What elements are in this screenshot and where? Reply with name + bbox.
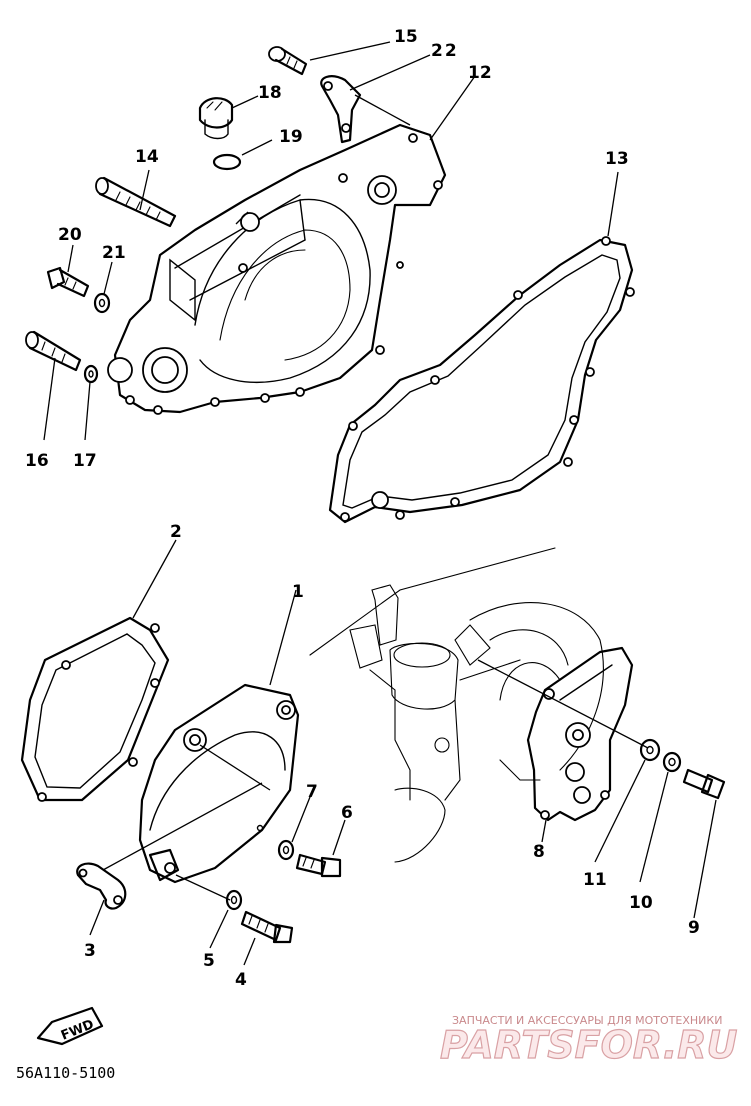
ignition-cover-1 — [138, 683, 300, 884]
callout-15: 15 — [394, 27, 418, 47]
watermark-tagline: ЗАПЧАСТИ И АКСЕССУАРЫ ДЛЯ МОТОТЕХНИКИ — [452, 1014, 722, 1027]
callout-2: 2 — [170, 522, 182, 542]
washer-10 — [662, 751, 682, 773]
callout-8: 8 — [533, 842, 545, 862]
callout-7: 7 — [306, 782, 318, 802]
callout-20: 20 — [58, 225, 82, 245]
washer-7 — [277, 839, 295, 861]
bolt-6 — [295, 853, 342, 878]
bolt-15 — [268, 46, 308, 76]
callout-numbers: 15 22 12 18 19 14 13 20 21 16 17 2 1 7 6… — [25, 27, 700, 990]
fwd-direction-badge: FWD — [36, 1006, 104, 1046]
washer-5 — [225, 889, 243, 911]
upper-leader-lines — [43, 41, 619, 441]
washer-21 — [93, 292, 111, 314]
engine-outline — [309, 547, 604, 863]
washer-17 — [83, 364, 99, 384]
callout-4: 4 — [235, 970, 247, 990]
bolt-16 — [25, 330, 82, 372]
callout-21: 21 — [102, 243, 126, 263]
callout-18: 18 — [258, 83, 282, 103]
bolt-9 — [682, 768, 726, 800]
bolt-20 — [46, 266, 90, 298]
clamp-3 — [76, 862, 127, 910]
callout-22: 22 — [431, 41, 459, 61]
callout-14: 14 — [135, 147, 159, 167]
filler-plug-18 — [198, 97, 234, 140]
washer-11 — [639, 738, 661, 762]
bolt-4 — [240, 910, 294, 944]
callout-12: 12 — [468, 63, 492, 83]
pump-cover-8 — [526, 646, 634, 822]
callout-3: 3 — [84, 941, 96, 961]
callout-9: 9 — [688, 918, 700, 938]
callout-11: 11 — [583, 870, 607, 890]
callout-5: 5 — [203, 951, 215, 971]
clamp-22 — [320, 75, 362, 144]
lower-leader-lines — [89, 539, 717, 966]
callout-16: 16 — [25, 451, 49, 471]
callout-1: 1 — [292, 582, 304, 602]
diagram-code: 56A110-5100 — [16, 1064, 115, 1082]
o-ring-19 — [212, 153, 242, 171]
callout-10: 10 — [629, 893, 653, 913]
cover-gasket — [328, 236, 635, 524]
watermark: ЗАПЧАСТИ И АКСЕССУАРЫ ДЛЯ МОТОТЕХНИКИ PA… — [439, 1014, 738, 1068]
callout-6: 6 — [341, 803, 353, 823]
callout-17: 17 — [73, 451, 97, 471]
crankcase-cover — [107, 123, 447, 415]
callout-19: 19 — [279, 127, 303, 147]
watermark-brand: PARTSFOR.RU — [440, 1023, 738, 1067]
ignition-gasket-2 — [20, 616, 170, 802]
long-bolt-14 — [95, 176, 177, 228]
fwd-label: FWD — [59, 1017, 96, 1044]
callout-13: 13 — [605, 149, 629, 169]
